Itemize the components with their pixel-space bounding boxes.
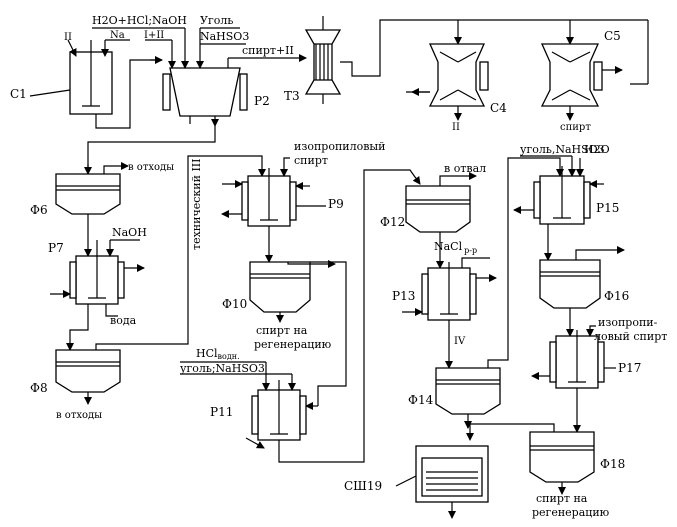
stream-na: Na	[110, 30, 125, 41]
stream-isopro-2: ловый спирт	[594, 330, 667, 343]
stream-regen-f18-2: регенерацию	[532, 506, 610, 519]
stream-technical-iii: технический III	[190, 159, 203, 250]
reactor-p9: Р9	[241, 168, 344, 227]
stream-hcl-aq: HClводн.	[196, 347, 240, 361]
label-p11: Р11	[210, 405, 233, 419]
stream-h2o-p15: H2O	[584, 143, 610, 156]
stream-regen-f18-1: спирт на	[536, 492, 588, 505]
reactor-p17: Р17	[549, 330, 641, 389]
reactor-p15: Р15	[533, 166, 619, 225]
stream-isopropyl-1: изопропиловый	[294, 140, 386, 153]
label-p15: Р15	[596, 201, 619, 215]
stream-c4-out: II	[452, 122, 460, 133]
label-f10: Ф10	[222, 297, 247, 311]
label-f12: Ф12	[380, 215, 405, 229]
label-f6: Ф6	[30, 203, 48, 217]
label-f8: Ф8	[30, 381, 48, 395]
label-c1: С1	[10, 87, 27, 101]
label-c4: С4	[490, 101, 507, 115]
filter-f8: Ф8	[30, 349, 121, 395]
reactor-p11: Р11	[210, 380, 307, 441]
filter-f16: Ф16	[539, 259, 629, 309]
reactor-p13: Р13	[392, 262, 477, 321]
label-p9: Р9	[328, 197, 344, 211]
stream-coal: Уголь	[200, 14, 233, 27]
stream-naoh-p7: NaOH	[112, 226, 147, 239]
stream-h2o-hcl-naoh: H2O+HCl;NaOH	[92, 14, 187, 27]
stream-isopro-1: изопропи-	[598, 316, 658, 329]
stream-regen-f10-1: спирт на	[256, 324, 308, 337]
stream-coal-nahso3-p11: уголь;NaHSO3	[180, 362, 265, 375]
label-p7: Р7	[48, 241, 64, 255]
centrifuge-c4: С4	[428, 43, 507, 115]
filter-f14: Ф14	[408, 367, 501, 415]
label-p13: Р13	[392, 289, 415, 303]
vessel-c1: С1	[10, 40, 113, 115]
label-t3: Т3	[284, 89, 300, 103]
stream-nahso3: NaHSO3	[200, 30, 249, 43]
stream-alcohol-ii: спирт+II	[242, 44, 294, 57]
filter-f6: Ф6	[30, 173, 121, 217]
stream-iv: IV	[454, 336, 466, 347]
stream-ii-in: II	[64, 32, 72, 43]
stream-c5-out: спирт	[560, 122, 591, 133]
stream-isopropyl-2: спирт	[294, 154, 328, 167]
label-sh19: СШ19	[344, 479, 382, 493]
label-f18: Ф18	[600, 457, 625, 471]
stream-regen-f10-2: регенерацию	[254, 338, 332, 351]
label-f14: Ф14	[408, 393, 434, 407]
reactor-p7: Р7	[48, 240, 125, 305]
dryer-sh19: СШ19	[344, 445, 489, 503]
label-p2: Р2	[254, 94, 270, 108]
centrifuge-c5: С5	[540, 29, 621, 107]
filter-f18: Ф18	[529, 431, 625, 483]
stream-coal-nahso3-p15: уголь,NaHSO3	[520, 143, 605, 156]
stream-to-dump: в отвал	[444, 162, 486, 175]
stream-to-waste-f8: в отходы	[56, 410, 102, 421]
stream-to-waste-f6: в отходы	[128, 162, 174, 173]
heat-exchanger-t3: Т3	[284, 16, 342, 104]
separator-p2: Р2	[162, 67, 270, 117]
filter-f10: Ф10	[222, 261, 311, 313]
label-c5: С5	[604, 29, 621, 43]
label-f16: Ф16	[604, 289, 629, 303]
stream-water-p7: вода	[110, 314, 137, 327]
stream-i-plus-ii: I+II	[144, 30, 164, 41]
label-p17: Р17	[618, 361, 641, 375]
filter-f12: Ф12	[380, 185, 471, 233]
